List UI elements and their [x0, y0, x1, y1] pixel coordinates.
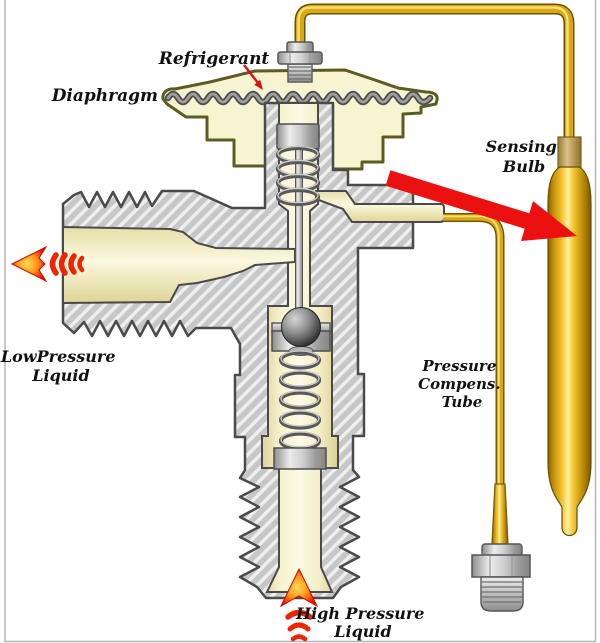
diaphragm-label: Diaphragm [51, 86, 158, 106]
high-pressure-label-line1: High Pressure [295, 604, 424, 623]
upper-spring [275, 145, 321, 207]
sensing-bulb-label-line2: Bulb [502, 157, 545, 176]
top-tube-fitting [277, 41, 323, 83]
flow-arrow-left-head [10, 245, 48, 283]
comp-fitting-thread-ridges [482, 581, 522, 603]
low-pressure-label-line2: Liquid [31, 366, 89, 385]
comp-tube-end-taper [491, 483, 509, 546]
sensing-bulb-label: Sensing Bulb [486, 137, 563, 176]
comp-tube-outline [443, 213, 505, 486]
diaphragm-wave-inner [166, 92, 432, 104]
spring-retainer [273, 447, 327, 470]
low-pressure-flow-arrow-icon [10, 245, 85, 283]
valve-internals [271, 123, 331, 470]
flow-arrow-up-dashes [285, 609, 313, 642]
flow-arrow-left-dashes [49, 252, 85, 276]
image-border [4, 0, 597, 643]
low-pressure-label: LowPressure Liquid [0, 347, 121, 385]
outlet-passage [62, 225, 296, 305]
refrigerant-label: Refrigerant [158, 49, 270, 69]
comp-fitting-collar [481, 543, 523, 557]
flow-arrow-up-head [279, 567, 319, 608]
comp-tube-label-line1: Pressure [421, 357, 496, 375]
valve-pin [295, 139, 303, 313]
high-pressure-flow-arrow-icon [279, 567, 319, 642]
valve-body [61, 101, 415, 600]
bulb-pointer-arrow-icon [385, 170, 577, 241]
capillary-tube [294, 3, 575, 140]
comp-tube-highlight [443, 215, 500, 485]
diaphragm-wave [164, 90, 434, 106]
comp-fitting-hex-nut [471, 554, 531, 578]
comp-tube-label-line2: Compens. [418, 375, 500, 393]
capillary-tube-highlight [297, 6, 569, 139]
refrigerant-pointer-head [254, 79, 263, 90]
low-pressure-label-line1: LowPressure [0, 347, 116, 366]
fitting-thread-ridges [289, 66, 311, 80]
valve-ball [281, 307, 321, 347]
pressure-compensation-tube [443, 213, 531, 612]
diaphragm-housing [161, 68, 439, 171]
sensing-bulb [547, 136, 592, 537]
sensing-bulb-label-line1: Sensing [486, 137, 557, 156]
comp-tube-label-line3: Tube [442, 393, 483, 411]
piston [276, 123, 320, 150]
high-pressure-label: High Pressure Liquid [295, 604, 430, 641]
high-pressure-label-line2: Liquid [333, 622, 391, 641]
fitting-hex-flange [277, 51, 323, 65]
bulb-body [547, 166, 592, 537]
refrigerant-pointer-arrow-icon [243, 64, 263, 90]
pressure-compensation-tube-label: Pressure Compens. Tube [418, 357, 506, 411]
comp-tube-body [443, 214, 504, 486]
refrigerant-pointer-shaft [243, 64, 259, 84]
